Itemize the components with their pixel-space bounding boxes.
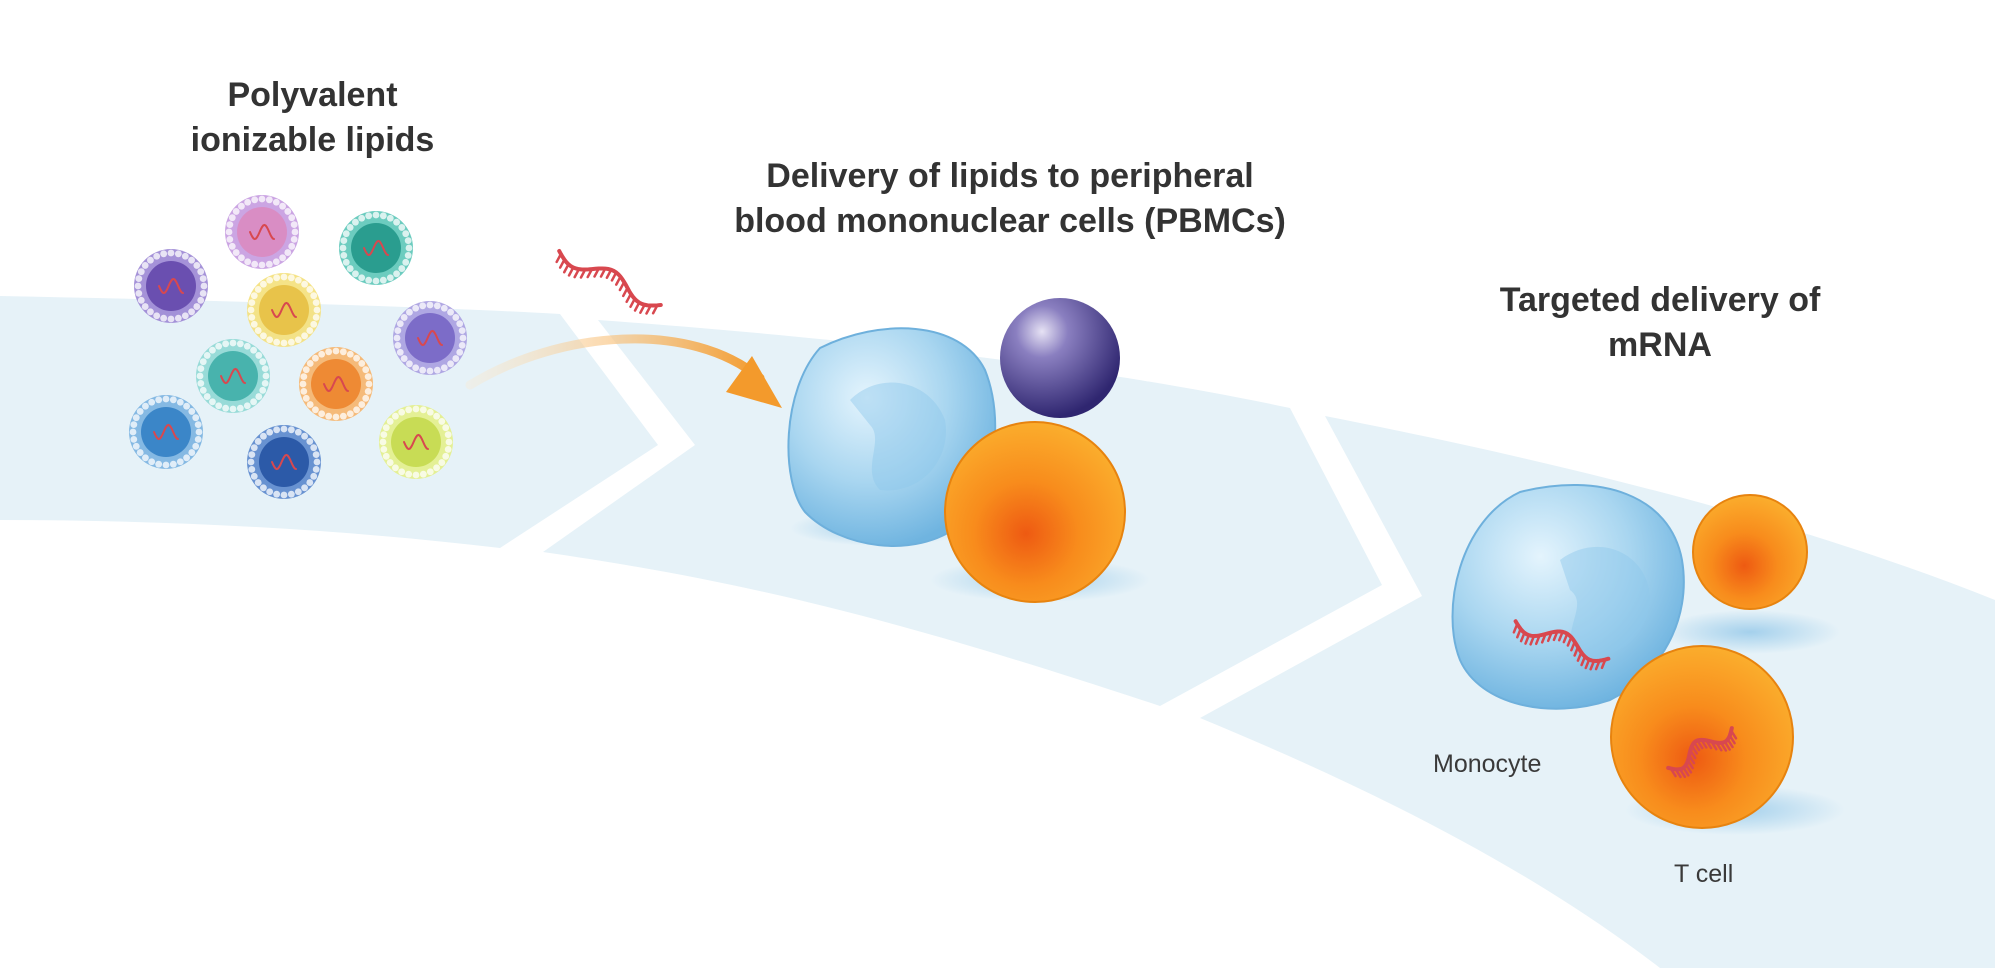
- lipid-nanoparticle-icon: [247, 425, 321, 499]
- lipid-nanoparticle-icon: [129, 395, 203, 469]
- lipid-nanoparticle-icon: [379, 405, 453, 479]
- mrna-strand-icon: [1666, 726, 1738, 779]
- monocyte-nucleus: [1560, 546, 1650, 658]
- band-segment-1: [0, 296, 658, 548]
- lipid-nanoparticle-icon: [134, 249, 208, 323]
- step-title-targeted: Targeted delivery of mRNA: [1440, 278, 1880, 368]
- monocyte-label: Monocyte: [1433, 750, 1542, 778]
- lipid-nanoparticle-icon: [196, 339, 270, 413]
- t-cell-icon: [944, 421, 1126, 603]
- targeted-cells-group: [1451, 484, 1845, 835]
- title-line: Delivery of lipids to peripheral: [766, 157, 1254, 195]
- b-cell-icon: [1000, 298, 1120, 418]
- step-title-delivery: Delivery of lipids to peripheral blood m…: [700, 154, 1320, 244]
- monocyte-cell-icon: [1451, 484, 1685, 710]
- curved-arrow: [465, 334, 782, 408]
- lipid-nanoparticle-icon: [339, 211, 413, 285]
- cell-shadow: [1660, 610, 1840, 654]
- monocyte-nucleus: [850, 382, 946, 491]
- pbmc-group: [787, 298, 1150, 603]
- t-cell-icon: [1692, 494, 1808, 610]
- title-line: mRNA: [1608, 326, 1712, 364]
- lipid-nanoparticle-cluster: [129, 195, 467, 499]
- lipid-nanoparticle-icon: [393, 301, 467, 375]
- t-cell-label: T cell: [1674, 860, 1734, 888]
- lipid-nanoparticle-icon: [225, 195, 299, 269]
- lipid-nanoparticle-icon: [247, 273, 321, 347]
- title-line: Targeted delivery of: [1499, 281, 1821, 319]
- title-line: ionizable lipids: [190, 121, 435, 159]
- mrna-strand-icon: [555, 249, 663, 315]
- t-cell-icon: [1610, 645, 1794, 829]
- title-line: blood mononuclear cells (PBMCs): [734, 202, 1286, 240]
- mrna-strand-icon: [1512, 619, 1611, 671]
- title-line: Polyvalent: [227, 76, 398, 114]
- step-title-lipids: Polyvalent ionizable lipids: [140, 73, 485, 163]
- lipid-nanoparticle-icon: [299, 347, 373, 421]
